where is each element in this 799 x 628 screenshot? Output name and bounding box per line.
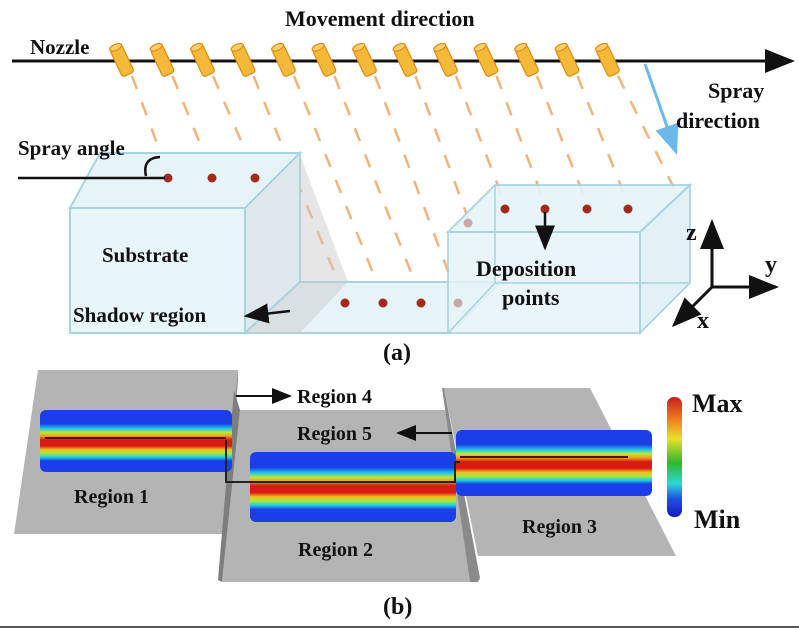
spray-line	[292, 75, 385, 299]
spray-direction-arrow	[643, 63, 679, 155]
deposition-point	[163, 173, 173, 183]
region-2-label: Region 2	[298, 539, 373, 561]
nozzle-icon	[392, 42, 418, 77]
deposition-points	[163, 173, 633, 308]
nozzle-icon	[311, 42, 337, 77]
nozzle-icon	[230, 42, 256, 77]
nozzle-icon	[109, 42, 134, 77]
region-4-label: Region 4	[297, 386, 372, 408]
nozzle-icon	[352, 42, 377, 77]
deposition-point	[250, 173, 260, 183]
region-2-stripe	[250, 452, 456, 522]
panel-a: Movement direction Nozzle Spray directio…	[12, 6, 795, 366]
shadow-region-arrow	[243, 303, 291, 324]
nozzle-icon	[149, 42, 175, 77]
panel-a-caption: (a)	[383, 340, 411, 366]
spray-lines	[109, 42, 682, 299]
nozzle-icon	[433, 42, 458, 77]
spray-line	[414, 75, 470, 219]
deposition-points-label-2: points	[502, 285, 560, 310]
region-1-stripe	[40, 410, 232, 472]
deposition-point	[207, 173, 217, 183]
nozzle-label: Nozzle	[30, 35, 89, 59]
spray-line	[454, 75, 507, 205]
x-axis-arrow	[671, 285, 714, 328]
spray-line	[535, 75, 589, 205]
y-axis-label: y	[765, 252, 777, 278]
shadow-region	[245, 155, 348, 333]
nozzle-icon	[271, 42, 296, 77]
x-axis-label: x	[697, 308, 709, 334]
coordinate-axes: z y x	[671, 219, 779, 334]
colorbar-max-label: Max	[692, 389, 743, 418]
nozzle-icon	[473, 42, 499, 77]
nozzle-icon	[554, 42, 580, 77]
deposition-point	[416, 298, 426, 308]
deposition-point	[453, 298, 463, 308]
region-3-stripe	[456, 430, 652, 496]
deposition-point	[340, 298, 350, 308]
colorbar-min-label: Min	[694, 505, 741, 534]
spray-line	[373, 75, 460, 299]
spray-line	[495, 75, 547, 205]
deposition-point	[463, 218, 473, 228]
deposition-point	[540, 204, 550, 214]
deposition-points-label-1: Deposition	[476, 256, 576, 281]
spray-line	[576, 75, 630, 205]
nozzle-icon	[514, 42, 539, 77]
deposition-point	[623, 204, 633, 214]
nozzle-icon	[190, 42, 215, 77]
region-3-label: Region 3	[522, 516, 597, 538]
substrate-label: Substrate	[102, 243, 188, 267]
shadow-region-label: Shadow region	[73, 303, 207, 327]
spray-angle-arc	[144, 155, 161, 177]
region-1-label: Region 1	[74, 486, 149, 508]
nozzle-icon	[595, 42, 620, 77]
deposition-point	[500, 204, 510, 214]
movement-direction-label: Movement direction	[285, 6, 475, 31]
deposition-point	[582, 204, 592, 214]
region-5-label: Region 5	[297, 423, 372, 445]
spray-line	[616, 75, 682, 201]
spray-angle-label: Spray angle	[18, 136, 125, 160]
spray-line	[333, 75, 423, 299]
panel-b: Region 1 Region 2 Region 3 Region 4 Regi…	[14, 370, 743, 620]
colorbar	[667, 397, 682, 517]
spray-direction-label-2: direction	[676, 108, 760, 133]
bottom-border	[0, 626, 799, 628]
z-axis-label: z	[686, 220, 697, 246]
panel-b-caption: (b)	[383, 594, 412, 620]
substrate-block	[68, 150, 303, 336]
deposition-point	[378, 298, 388, 308]
spray-direction-label-1: Spray	[708, 78, 764, 103]
